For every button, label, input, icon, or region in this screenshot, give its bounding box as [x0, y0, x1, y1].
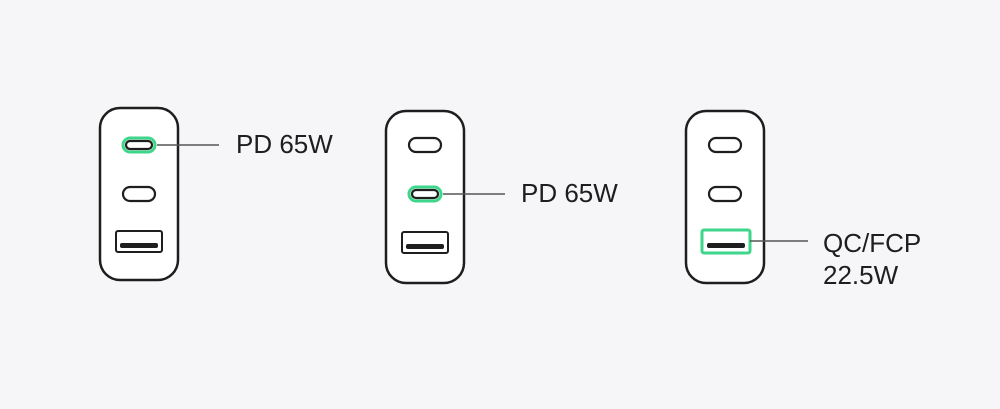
charger-3-label-line1: QC/FCP [823, 228, 922, 258]
usb-c-port-2 [707, 185, 743, 203]
charger-3 [684, 109, 808, 285]
charger-1-label: PD 65W [236, 129, 333, 159]
usb-a-port-highlighted [700, 228, 752, 255]
usb-a-port-tongue [707, 243, 745, 248]
usb-a-port-tongue [120, 243, 158, 248]
usb-a-port-tongue [406, 244, 444, 249]
usb-c-port-2 [410, 188, 440, 200]
charger-2-label: PD 65W [521, 178, 618, 208]
usb-a-port [115, 230, 163, 253]
charger-1 [98, 106, 219, 282]
charger-3-label-line2: 22.5W [823, 260, 899, 290]
charger-2 [384, 109, 505, 285]
usb-c-port-2 [121, 185, 157, 203]
usb-c-port-1 [124, 139, 154, 151]
usb-c-port-1 [707, 136, 743, 154]
usb-a-port [401, 231, 449, 254]
usb-c-port-1 [407, 136, 443, 154]
